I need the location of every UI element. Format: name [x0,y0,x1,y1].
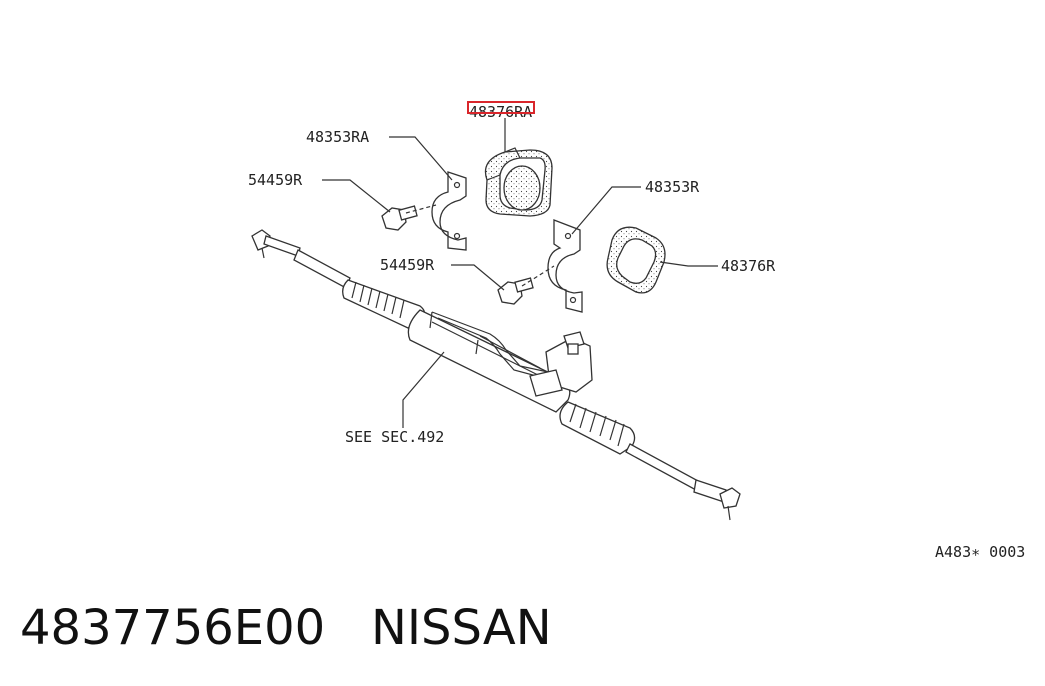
callout-48376r: 48376R [721,257,776,275]
brand-name: NISSAN [370,600,552,656]
grommet-right [606,226,666,294]
callout-see-section: SEE SEC.492 [345,428,444,446]
part-number: 4837756E00 [20,600,326,656]
highlight-box [467,101,535,114]
part-caption: 4837756E00 NISSAN [20,596,552,660]
callout-48353ra: 48353RA [306,128,369,146]
figure-code: A483∗ 0003 [935,543,1025,561]
bracket-right [547,219,583,313]
bolt-left [381,204,437,231]
callout-54459r-left: 54459R [248,171,303,189]
caption-spacer [325,600,371,656]
callout-54459r-right: 54459R [380,256,435,274]
steering-rack [251,229,741,521]
grommet-upper [484,147,553,217]
bolt-right [497,265,555,305]
bracket-left [431,171,467,251]
callout-48353r: 48353R [645,178,700,196]
